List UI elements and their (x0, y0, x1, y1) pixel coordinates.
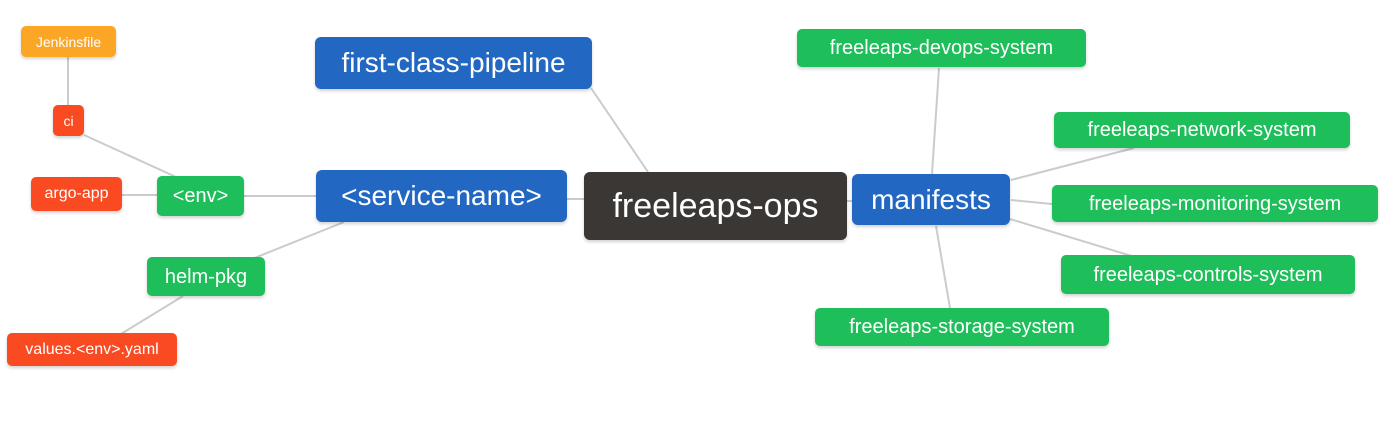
node-helm-pkg[interactable]: helm-pkg (147, 257, 265, 296)
node-label: freeleaps-storage-system (849, 316, 1075, 338)
node-values-env-yaml[interactable]: values.<env>.yaml (7, 333, 177, 366)
edge-freeleaps-ops-first-class-pipeline (590, 87, 649, 173)
node-label: helm-pkg (164, 265, 248, 288)
edge-manifests-freeleaps-storage-system (935, 225, 951, 309)
edge-helm-pkg-values-env-yaml (120, 295, 184, 335)
node-label: freeleaps-devops-system (829, 37, 1054, 59)
edge-service-name-helm-pkg (251, 221, 345, 260)
node-label: freeleaps-controls-system (1093, 263, 1323, 286)
node-freeleaps-storage-system[interactable]: freeleaps-storage-system (815, 308, 1109, 346)
node-label: first-class-pipeline (341, 47, 566, 78)
node-ci[interactable]: ci (53, 105, 84, 136)
node-service-name[interactable]: <service-name> (316, 170, 567, 222)
node-freeleaps-controls-system[interactable]: freeleaps-controls-system (1061, 255, 1355, 294)
node-freeleaps-devops-system[interactable]: freeleaps-devops-system (797, 29, 1086, 67)
edge-manifests-freeleaps-monitoring-system (1010, 199, 1053, 205)
node-label: argo-app (44, 185, 109, 202)
node-label: <env> (172, 185, 229, 207)
edge-manifests-freeleaps-network-system (1010, 147, 1135, 181)
node-argo-app[interactable]: argo-app (31, 177, 122, 211)
node-manifests[interactable]: manifests (852, 174, 1010, 225)
node-label: <service-name> (341, 180, 542, 211)
node-label: freeleaps-network-system (1087, 119, 1317, 141)
node-label: values.<env>.yaml (25, 340, 159, 358)
node-freeleaps-monitoring-system[interactable]: freeleaps-monitoring-system (1052, 185, 1378, 222)
edge-env-ci (83, 134, 177, 178)
node-label: ci (63, 112, 74, 129)
edge-manifests-freeleaps-controls-system (1009, 218, 1136, 258)
node-label: manifests (871, 183, 991, 215)
node-label: Jenkinsfile (35, 33, 102, 50)
edge-manifests-freeleaps-devops-system (931, 67, 940, 175)
node-label: freeleaps-ops (612, 187, 819, 225)
node-freeleaps-ops[interactable]: freeleaps-ops (584, 172, 847, 240)
node-env[interactable]: <env> (157, 176, 244, 216)
node-first-class-pipeline[interactable]: first-class-pipeline (315, 37, 592, 89)
node-jenkinsfile[interactable]: Jenkinsfile (21, 26, 116, 57)
node-label: freeleaps-monitoring-system (1088, 192, 1342, 215)
node-freeleaps-network-system[interactable]: freeleaps-network-system (1054, 112, 1350, 148)
